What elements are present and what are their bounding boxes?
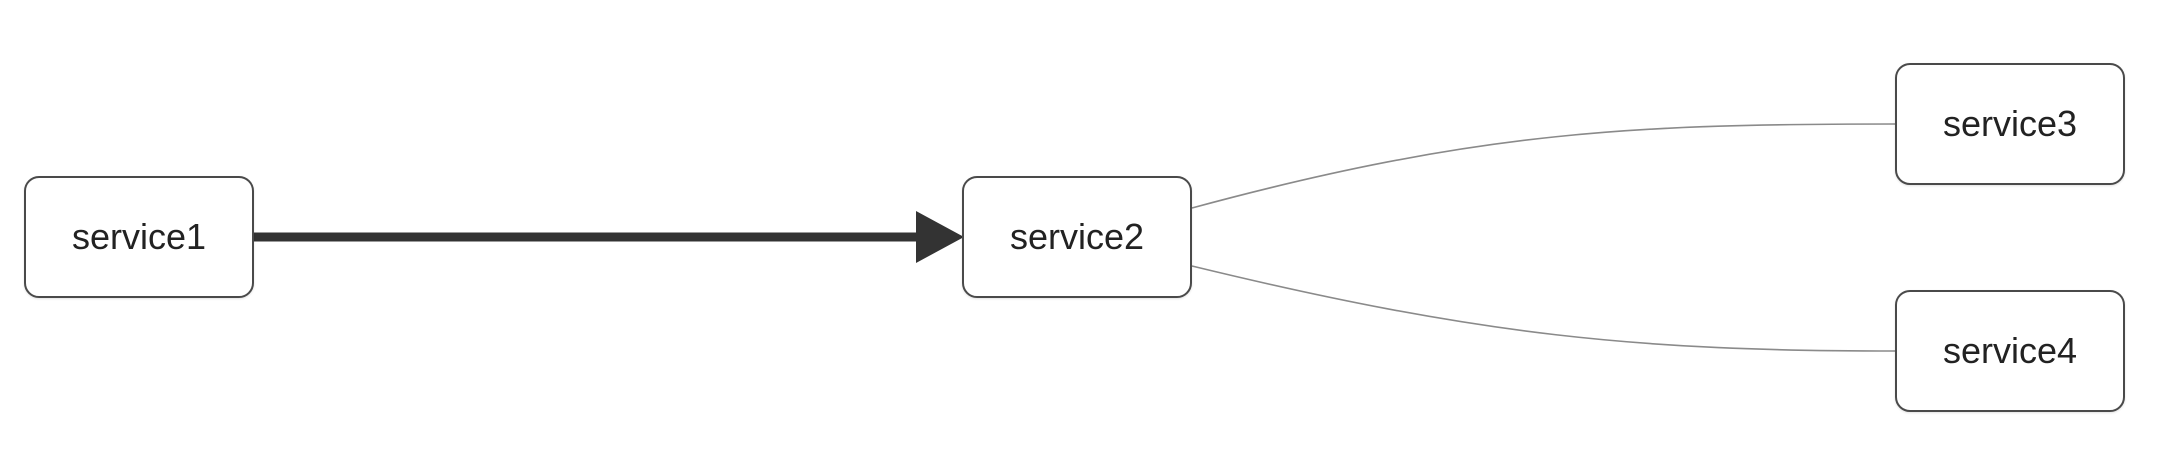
node-label: service1 <box>71 216 207 257</box>
node-service3[interactable]: service3 <box>1895 63 2125 185</box>
edge-service2-service4[interactable] <box>1191 265 1896 352</box>
node-service1[interactable]: service1 <box>24 176 254 298</box>
node-label: service4 <box>1942 330 2078 371</box>
node-label: service2 <box>1009 216 1145 257</box>
arrowhead-icon <box>916 211 964 263</box>
node-service2[interactable]: service2 <box>962 176 1192 298</box>
edge-service2-service3[interactable] <box>1191 123 1896 209</box>
node-service4[interactable]: service4 <box>1895 290 2125 412</box>
node-label: service3 <box>1942 103 2078 144</box>
edge-service1-service2[interactable] <box>254 211 964 263</box>
